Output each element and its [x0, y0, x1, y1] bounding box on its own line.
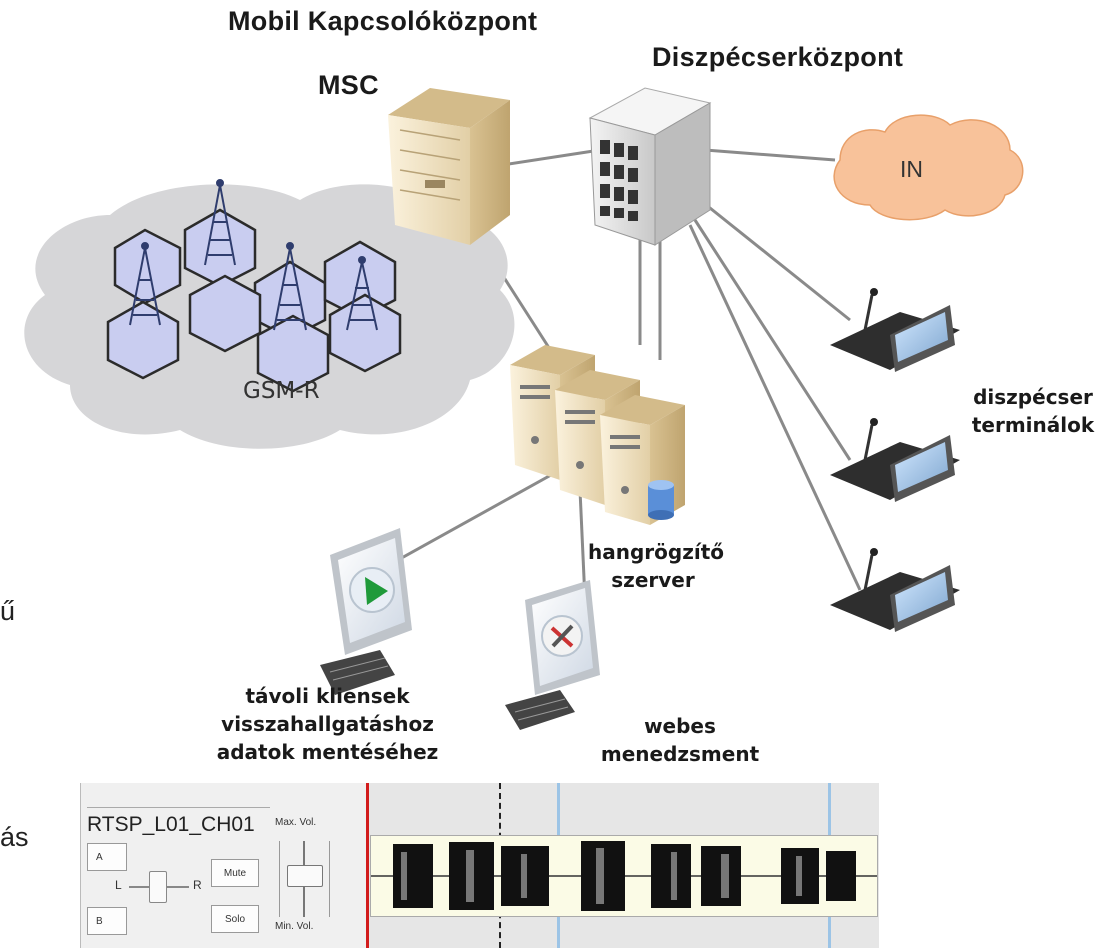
max-volume-label: Max. Vol. [275, 817, 317, 828]
line-recorder-client [379, 468, 561, 572]
channel-b-label: B [96, 915, 103, 927]
left-edge-text-1: ű [0, 596, 16, 626]
dispatch-terminals-line2: terminálok [971, 413, 1095, 437]
line-dispatch-term3 [688, 224, 862, 591]
switch-icon [588, 87, 712, 246]
tower-icon [346, 256, 378, 331]
msc-title: Mobil Kapcsolóközpont [228, 6, 538, 36]
hex-cell [106, 300, 180, 380]
hex-cell [256, 314, 330, 393]
dispatch-terminal-icon [830, 548, 960, 632]
monitor-play-icon [320, 528, 412, 695]
msc-short-label: MSC [318, 70, 379, 100]
web-management-label: webes menedzsment [585, 712, 775, 768]
monitor-tools-icon [505, 580, 600, 730]
mute-label: Mute [223, 867, 247, 879]
remote-clients-label: távoli kliensek visszahallgatáshoz adato… [210, 682, 445, 766]
database-icon [648, 480, 674, 520]
min-volume-label: Min. Vol. [275, 921, 314, 932]
recorder-servers [510, 345, 685, 525]
dispatch-terminals-label: diszpécser terminálok [963, 383, 1103, 439]
timeline-area[interactable] [366, 783, 879, 948]
channel-a-label: A [96, 851, 103, 863]
web-line1: webes [644, 714, 716, 738]
in-cloud-label: IN [900, 156, 923, 182]
recorder-server-label: hangrögzítő szerver [588, 538, 725, 594]
audio-track-panel: RTSP_L01_CH01 A B L R Mute Solo Max. Vol… [80, 783, 879, 948]
audio-clip[interactable] [370, 835, 878, 917]
hex-cells [106, 208, 402, 393]
solo-button[interactable]: Solo [211, 905, 259, 933]
dispatch-center-label: Diszpécserközpont [652, 42, 904, 72]
dispatch-terminal-icon [830, 418, 960, 502]
waveform [371, 841, 877, 911]
channel-name: RTSP_L01_CH01 [87, 813, 255, 836]
tower-icon [204, 179, 236, 266]
line-recorder-web [578, 489, 587, 601]
web-line2: menedzsment [600, 742, 760, 766]
solo-label: Solo [224, 913, 245, 925]
pan-slider-handle[interactable] [149, 871, 167, 903]
mute-button[interactable]: Mute [211, 859, 259, 887]
remote-line3: adatok mentéséhez [216, 740, 439, 764]
hex-cell [323, 240, 397, 320]
remote-line1: távoli kliensek [245, 684, 410, 708]
gsm-r-label: GSM-R [243, 378, 320, 404]
playhead[interactable] [366, 783, 369, 948]
volume-slider-handle[interactable] [287, 865, 323, 887]
channel-b-button[interactable]: B [87, 907, 127, 935]
in-cloud [833, 114, 1024, 221]
recorder-line1: hangrögzítő [588, 540, 725, 564]
remote-line2: visszahallgatáshoz [221, 712, 434, 736]
line-dispatch-term1 [699, 198, 851, 322]
channel-a-button[interactable]: A [87, 843, 127, 871]
hex-cell [328, 293, 402, 373]
line-dispatch-in [704, 148, 836, 162]
left-edge-text-2: ás [0, 822, 29, 852]
tower-icon [129, 242, 161, 326]
hex-cell [183, 208, 257, 288]
recorder-line2: szerver [611, 568, 695, 592]
dispatch-terminal-icon [830, 288, 960, 372]
pan-left-label: L [115, 878, 122, 892]
hex-cell [113, 228, 182, 305]
line-dispatch-term2 [693, 219, 852, 461]
server-tower-icon [388, 88, 510, 245]
pan-right-label: R [193, 878, 202, 892]
dispatch-terminals-line1: diszpécser [973, 385, 1093, 409]
tower-icon [273, 242, 307, 331]
